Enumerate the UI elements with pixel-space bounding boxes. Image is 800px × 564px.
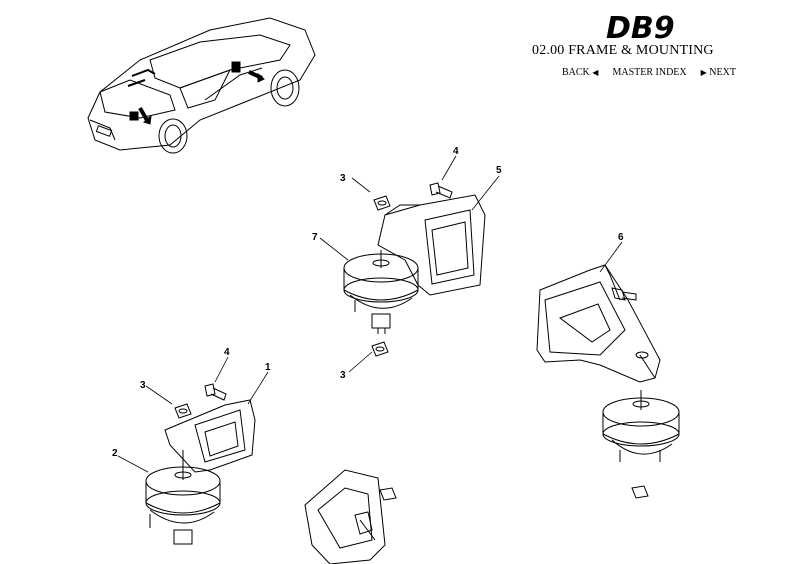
bracket-5[interactable] <box>377 194 486 296</box>
callout-numbers: 3 4 5 7 3 6 4 3 1 2 <box>112 146 624 459</box>
nut-3-top[interactable] <box>373 195 391 211</box>
db9-logo: DB9 <box>604 6 714 46</box>
callout-5: 5 <box>496 165 502 176</box>
engine-mount-right[interactable] <box>602 390 680 499</box>
navigation-bar: BACK ◀ MASTER INDEX ▶ NEXT <box>562 67 736 78</box>
callout-1: 1 <box>265 362 271 373</box>
next-label: NEXT <box>709 67 736 78</box>
bracket-1[interactable] <box>164 399 256 473</box>
callout-2: 2 <box>112 448 118 459</box>
back-label: BACK <box>562 67 590 78</box>
bolt-4-left[interactable] <box>204 383 227 401</box>
bracket-bottom[interactable] <box>304 469 397 564</box>
callout-4-left: 4 <box>224 347 230 358</box>
master-index-link[interactable]: MASTER INDEX <box>612 67 687 78</box>
callout-leaders <box>117 155 623 473</box>
callout-3-left: 3 <box>140 380 146 391</box>
engine-mount-2[interactable] <box>145 450 221 545</box>
nut-3-mid[interactable] <box>371 341 389 357</box>
callout-6: 6 <box>618 232 624 243</box>
bolt-4-top[interactable] <box>429 182 453 199</box>
page-title: 02.00 FRAME & MOUNTING <box>532 43 714 58</box>
bracket-6[interactable] <box>536 264 661 383</box>
callout-4-top: 4 <box>453 146 459 157</box>
next-link[interactable]: ▶ NEXT <box>701 67 736 78</box>
callout-3-top: 3 <box>340 173 346 184</box>
back-link[interactable]: BACK ◀ <box>562 67 598 78</box>
db9-logo-text: DB9 <box>606 11 675 46</box>
nut-3-left[interactable] <box>174 403 192 419</box>
car-illustration <box>87 17 316 154</box>
engine-mount-7[interactable] <box>343 250 419 334</box>
triangle-left-icon: ◀ <box>592 68 599 77</box>
triangle-right-icon: ▶ <box>700 68 707 77</box>
callout-3-mid: 3 <box>340 370 346 381</box>
bolt-6-side[interactable] <box>611 287 637 301</box>
callout-7: 7 <box>312 232 318 243</box>
